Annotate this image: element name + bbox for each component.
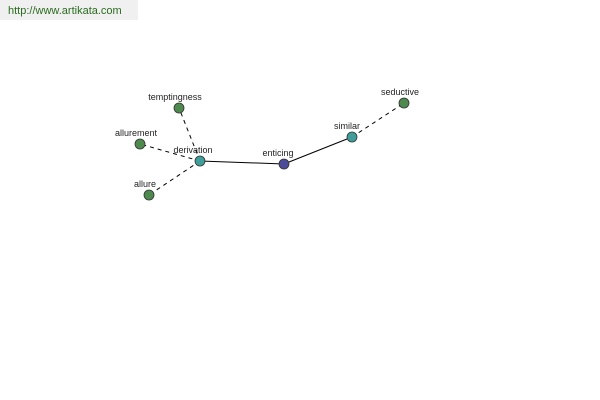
- site-url[interactable]: http://www.artikata.com: [8, 5, 122, 17]
- label-derivation: derivation: [173, 145, 212, 155]
- node-enticing[interactable]: [278, 158, 290, 170]
- label-allurement: allurement: [115, 128, 158, 138]
- edge-similar-seductive: [351, 102, 405, 138]
- label-seductive: seductive: [381, 87, 419, 97]
- node-similar[interactable]: [346, 131, 358, 143]
- node-derivation[interactable]: [194, 155, 206, 167]
- edge-derivation-allurement: [139, 143, 201, 162]
- edge-enticing-similar: [283, 136, 353, 165]
- edge-enticing-derivation: [199, 160, 285, 165]
- label-enticing: enticing: [262, 148, 293, 158]
- label-allure: allure: [134, 179, 156, 189]
- node-allure[interactable]: [143, 189, 155, 201]
- label-similar: similar: [334, 121, 360, 131]
- label-temptingness: temptingness: [148, 92, 202, 102]
- node-temptingness[interactable]: [173, 102, 185, 114]
- node-seductive[interactable]: [398, 97, 410, 109]
- edge-derivation-allure: [148, 160, 201, 196]
- url-banner: http://www.artikata.com: [0, 0, 138, 20]
- edge-derivation-temptingness: [178, 107, 201, 162]
- node-allurement[interactable]: [134, 138, 146, 150]
